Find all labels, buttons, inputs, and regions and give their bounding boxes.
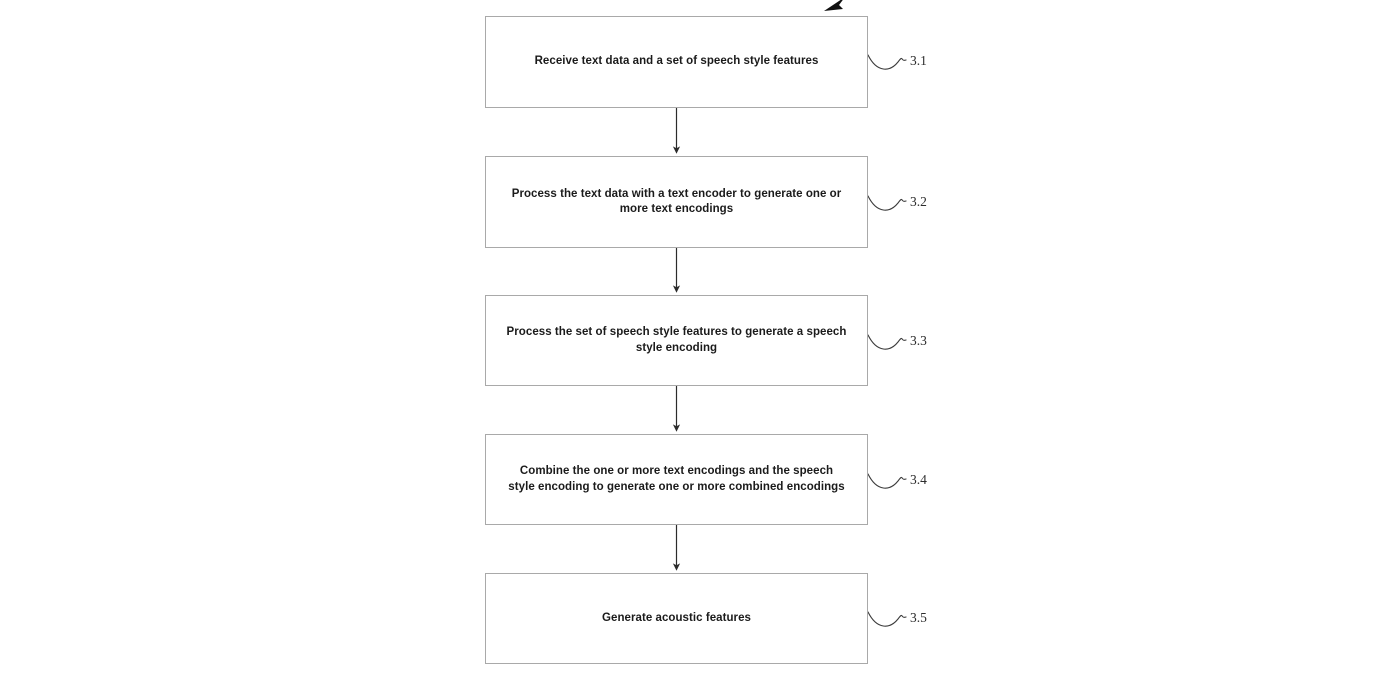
reference-number-3-4: 3.4 — [910, 472, 927, 487]
process-box-3-3: Process the set of speech style features… — [485, 295, 868, 386]
incoming-arrowhead — [824, 0, 843, 11]
process-box-3-2: Process the text data with a text encode… — [485, 156, 868, 248]
leader-squiggle-3-5 — [867, 611, 907, 627]
reference-number-3-2: 3.2 — [910, 194, 927, 209]
process-box-label: Combine the one or more text encodings a… — [508, 465, 845, 493]
leader-squiggle-3-1 — [867, 54, 907, 70]
process-box-label: Generate acoustic features — [602, 611, 751, 624]
process-box-3-4: Combine the one or more text encodings a… — [485, 434, 868, 525]
leader-squiggle-3-4 — [867, 473, 907, 489]
reference-number-3-5: 3.5 — [910, 610, 927, 625]
process-box-label: Receive text data and a set of speech st… — [534, 55, 819, 68]
process-box-3-1: Receive text data and a set of speech st… — [485, 16, 868, 108]
reference-number-3-1: 3.1 — [910, 53, 927, 68]
leader-squiggle-3-2 — [867, 195, 907, 211]
reference-number-3-3: 3.3 — [910, 333, 927, 348]
process-box-3-5: Generate acoustic features — [485, 573, 868, 664]
leader-squiggle-3-3 — [867, 334, 907, 350]
process-box-label: Process the set of speech style features… — [506, 326, 847, 354]
process-box-label: Process the text data with a text encode… — [511, 187, 842, 216]
